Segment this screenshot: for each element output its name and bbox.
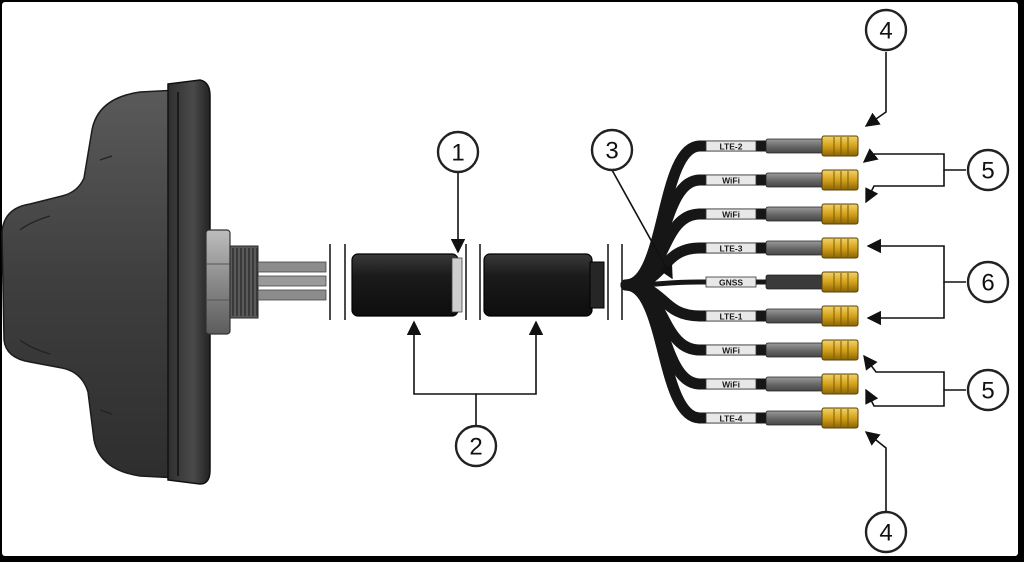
threaded-stud <box>229 245 259 319</box>
callout-5-top: 5 <box>966 148 1010 192</box>
inner-cable-bundle <box>257 244 346 320</box>
cable-9-wire <box>620 279 706 424</box>
leader-6 <box>866 238 966 283</box>
cable-9-label: LTE-4 <box>720 414 743 424</box>
cable-3-label-band <box>705 208 757 220</box>
cable-4-label-band <box>705 242 757 254</box>
cable-9: LTE-4 <box>620 279 859 429</box>
cable-5: GNSS <box>623 271 859 293</box>
leader-5-bottom-b <box>865 388 945 407</box>
cable-2-label: WiFi <box>722 176 740 186</box>
leader-3 <box>611 169 673 280</box>
leader-5-top <box>862 148 966 171</box>
antenna-body <box>1 79 211 485</box>
callout-3-number: 3 <box>605 138 618 165</box>
cable-4-connector <box>821 237 859 259</box>
cable-8-ferrule <box>765 376 825 392</box>
cable-6-ferrule <box>765 308 825 324</box>
callout-2-number: 2 <box>469 434 482 461</box>
leader-5-bottom <box>863 354 966 391</box>
cable-sleeve-right <box>479 244 623 320</box>
callout-5-top-number: 5 <box>981 158 994 185</box>
leader-4-bottom <box>864 431 887 512</box>
callout-4-top-number: 4 <box>879 18 892 45</box>
cable-6-connector <box>821 305 859 327</box>
cable-1-connector <box>821 135 859 157</box>
callout-6-number: 6 <box>981 270 994 297</box>
callout-4-bottom: 4 <box>864 510 908 554</box>
cable-4-ferrule <box>765 240 825 256</box>
leader-5-top-b <box>865 170 945 204</box>
leader-2 <box>406 320 477 426</box>
cable-5-connector <box>821 271 859 293</box>
cable-8-connector <box>821 373 859 395</box>
cable-8-label: WiFi <box>722 380 740 390</box>
mounting-nut <box>205 229 231 335</box>
cable-9-ferrule <box>765 410 825 426</box>
callout-5-bottom-number: 5 <box>981 378 994 405</box>
cable-6-label-band <box>705 310 757 322</box>
cable-1-label-band <box>705 140 757 152</box>
callout-2: 2 <box>454 424 498 468</box>
callout-4-bottom-number: 4 <box>879 520 892 547</box>
leader-2b <box>476 320 544 395</box>
cable-2-ferrule <box>765 172 825 188</box>
cable-7-connector <box>821 339 859 361</box>
cable-3-connector <box>821 203 859 225</box>
cable-7-ferrule <box>765 342 825 358</box>
callout-1-number: 1 <box>451 140 464 167</box>
cable-4-label: LTE-3 <box>720 244 743 254</box>
cable-5-ferrule <box>765 274 825 290</box>
callout-4-top: 4 <box>864 8 908 52</box>
callout-3: 3 <box>590 128 634 172</box>
cable-2-label-band <box>705 174 757 186</box>
cable-9-connector <box>821 407 859 429</box>
cable-3-label: WiFi <box>722 210 740 220</box>
callout-5-bottom: 5 <box>966 368 1010 412</box>
leader-4-top <box>864 52 887 127</box>
cable-1-ferrule <box>765 138 825 154</box>
cable-1-label: LTE-2 <box>720 142 743 152</box>
cable-7-label-band <box>705 344 757 356</box>
cable-9-label-band <box>705 412 757 424</box>
callout-6: 6 <box>966 260 1010 304</box>
cable-6-label: LTE-1 <box>720 312 743 322</box>
callout-1: 1 <box>436 130 480 174</box>
leader-6-b <box>866 282 945 326</box>
cable-3-ferrule <box>765 206 825 222</box>
cable-2-connector <box>821 169 859 191</box>
cable-8-label-band <box>705 378 757 390</box>
cable-5-label: GNSS <box>719 278 743 288</box>
cable-sleeve-left <box>351 244 467 320</box>
cable-5-label-band <box>705 276 757 288</box>
leader-lines <box>406 52 966 512</box>
cable-7-label: WiFi <box>722 346 740 356</box>
